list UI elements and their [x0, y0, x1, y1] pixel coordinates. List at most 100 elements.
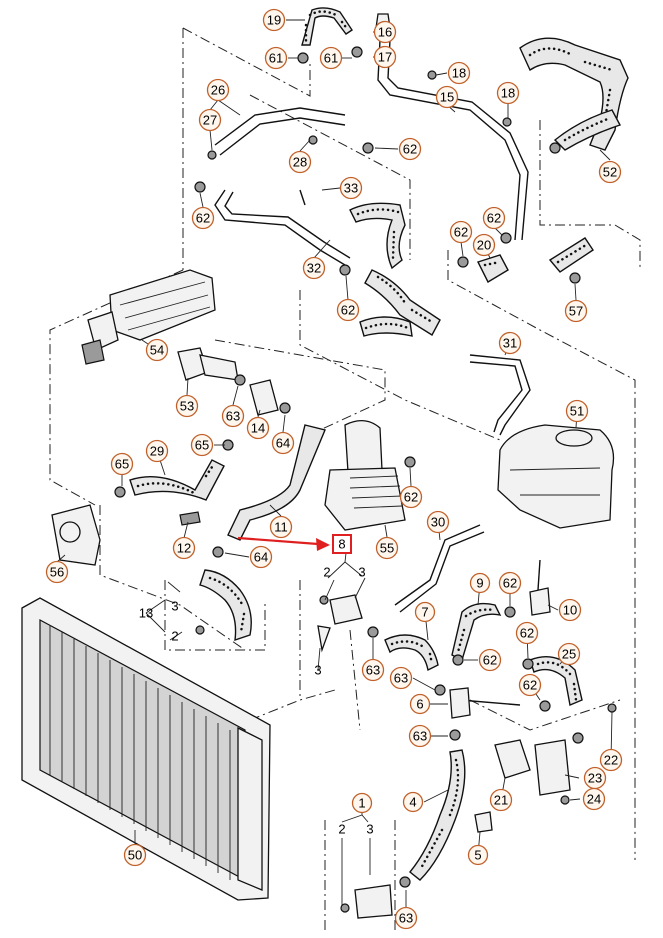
callout-circle	[361, 658, 385, 682]
callout-62: 62	[399, 485, 423, 509]
callout-circle	[375, 536, 399, 560]
callout-64: 64	[271, 431, 295, 455]
callout-circle	[145, 439, 169, 463]
callout-number: 63	[399, 911, 413, 926]
callout-circle	[249, 545, 273, 569]
callout-circle	[394, 906, 418, 930]
callout-number: 62	[487, 211, 501, 226]
callout-number: 18	[501, 86, 515, 101]
callout-51: 51	[565, 399, 589, 423]
callout-number: 16	[378, 25, 392, 40]
callout-number: 61	[269, 51, 283, 66]
highlight-part-8: 8	[237, 534, 352, 554]
callout-number: 17	[378, 50, 392, 65]
callout-circle	[264, 46, 288, 70]
callout-32: 32	[302, 256, 326, 280]
callout-63: 63	[394, 906, 418, 930]
callout-circle	[426, 510, 450, 534]
callout-number: 52	[603, 165, 617, 180]
callout-7: 7	[414, 601, 436, 623]
callout-circle	[336, 298, 360, 322]
callout-53: 53	[175, 394, 199, 418]
part-number-label: 2	[171, 629, 178, 644]
callout-number: 25	[562, 647, 576, 662]
callout-62: 62	[518, 673, 542, 697]
callout-number: 63	[394, 671, 408, 686]
highlight-label: 8	[338, 537, 345, 552]
callout-20: 20	[472, 233, 496, 257]
callout-number: 62	[196, 211, 210, 226]
callout-65: 65	[110, 452, 134, 476]
callout-circle	[319, 46, 343, 70]
callout-number: 23	[588, 771, 602, 786]
callout-circle	[582, 787, 606, 811]
callout-circle	[271, 431, 295, 455]
callout-number: 18	[452, 66, 466, 81]
callout-number: 62	[341, 303, 355, 318]
callout-number: 62	[403, 142, 417, 157]
callout-62: 62	[478, 648, 502, 672]
callout-17: 17	[373, 45, 397, 69]
callout-54: 54	[145, 338, 169, 362]
callout-number: 64	[254, 550, 268, 565]
callout-number: 21	[494, 793, 508, 808]
callout-circle	[172, 536, 196, 560]
callout-55: 55	[375, 536, 399, 560]
callout-number: 15	[440, 90, 454, 105]
callout-33: 33	[339, 176, 363, 200]
callout-circle	[221, 404, 245, 428]
callout-16: 16	[373, 20, 397, 44]
callout-circle	[496, 81, 520, 105]
callout-circle	[269, 515, 293, 539]
callout-28: 28	[288, 150, 312, 174]
callout-15: 15	[435, 85, 459, 109]
callout-circle	[288, 150, 312, 174]
callout-18: 18	[496, 81, 520, 105]
callout-circle	[206, 78, 230, 102]
callout-circle	[399, 485, 423, 509]
part-number-label: 13	[139, 606, 153, 621]
callout-14: 14	[246, 416, 270, 440]
pipes	[214, 39, 541, 706]
highlight-box	[332, 534, 352, 554]
callout-number: 29	[150, 444, 164, 459]
radiator	[21, 597, 271, 901]
callout-62: 62	[398, 137, 422, 161]
callout-1: 1	[351, 792, 373, 814]
callout-27: 27	[198, 108, 222, 132]
callout-30: 30	[426, 510, 450, 534]
callout-number: 31	[503, 336, 517, 351]
callout-number: 30	[431, 515, 445, 530]
callout-circle	[478, 648, 502, 672]
callout-56: 56	[45, 560, 69, 584]
callout-number: 6	[416, 697, 423, 712]
callout-57: 57	[564, 299, 588, 323]
callout-number: 62	[483, 653, 497, 668]
callout-number: 7	[421, 605, 428, 620]
callout-62: 62	[191, 206, 215, 230]
callout-number: 62	[404, 490, 418, 505]
callout-circle	[598, 160, 622, 184]
callout-circle	[409, 693, 431, 715]
callout-circle	[339, 176, 363, 200]
part-number-label: 3	[314, 663, 321, 678]
callout-circle	[246, 416, 270, 440]
callout-9: 9	[469, 572, 491, 594]
callout-circle	[498, 331, 522, 355]
callout-number: 11	[274, 520, 288, 535]
callout-23: 23	[583, 766, 607, 790]
callout-number: 28	[293, 155, 307, 170]
part-number-label: 3	[171, 599, 178, 614]
callout-number: 4	[409, 795, 416, 810]
callout-number: 51	[570, 404, 584, 419]
callout-number: 22	[604, 753, 618, 768]
callout-circle	[558, 598, 582, 622]
callout-number: 1	[358, 796, 365, 811]
callout-circle	[398, 137, 422, 161]
part-number-label: 3	[358, 565, 365, 580]
callout-circle	[449, 220, 473, 244]
callout-number: 24	[587, 792, 601, 807]
callout-6: 6	[409, 693, 431, 715]
callout-number: 12	[177, 541, 191, 556]
